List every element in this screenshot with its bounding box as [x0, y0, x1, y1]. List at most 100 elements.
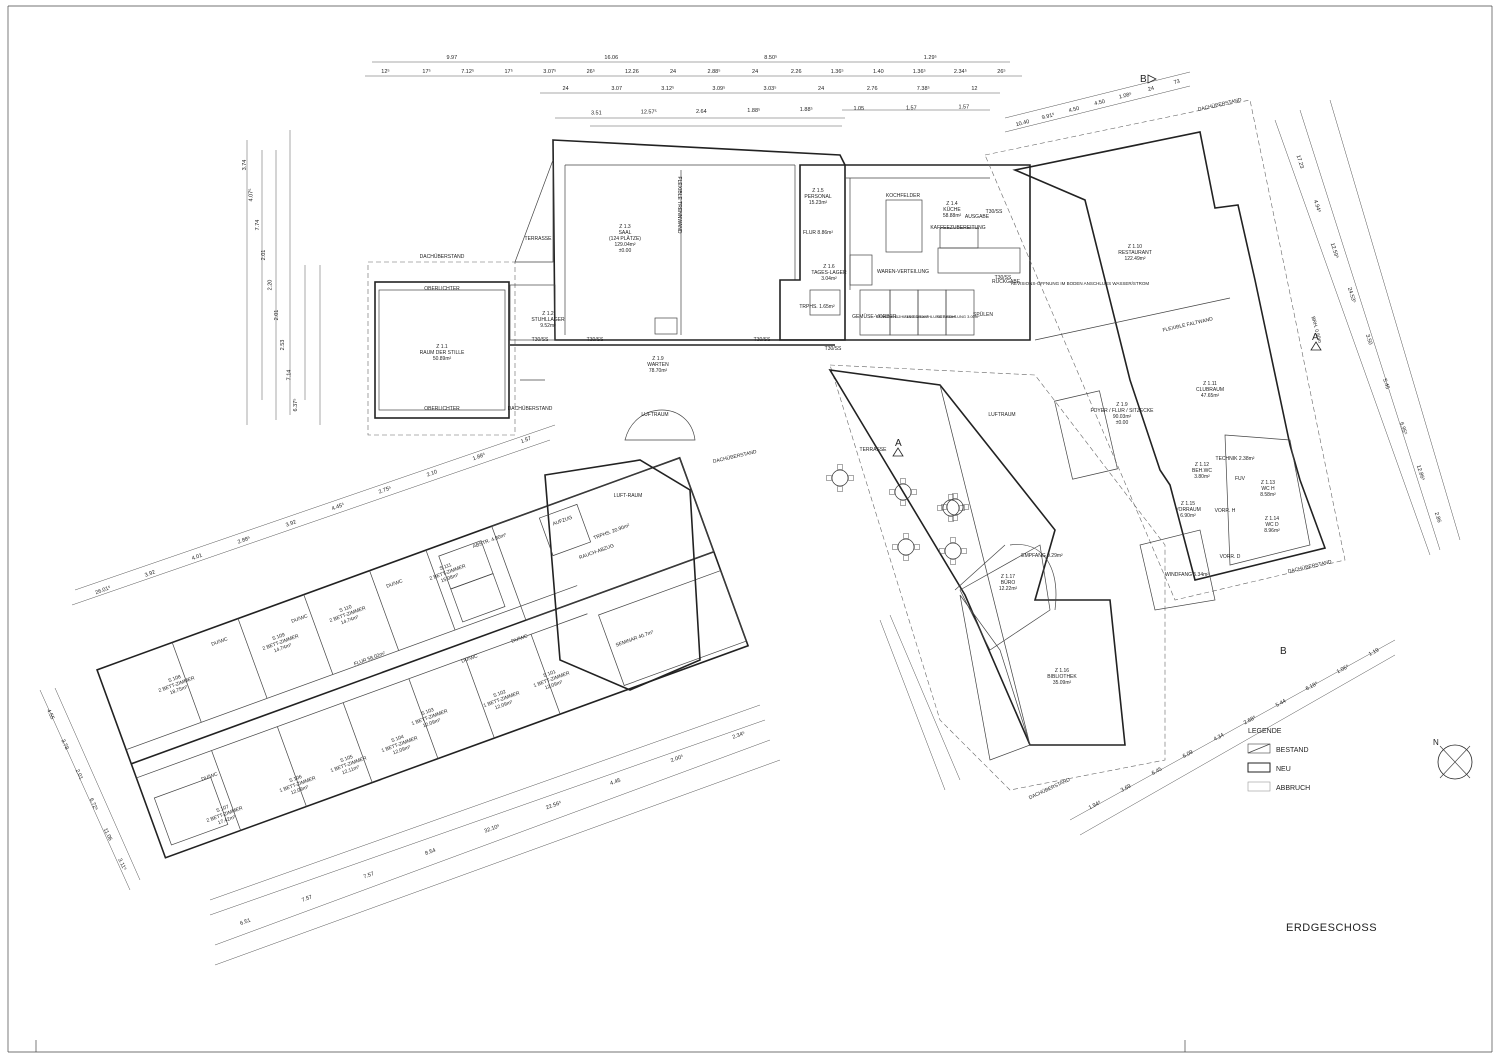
dimension-top_row2-7: 24: [670, 69, 676, 75]
label-gemuese-vorber: GEMÜSE-VORBER.: [852, 313, 898, 320]
dimension-left_vertical-1: 4.07⁵: [248, 189, 255, 202]
label-vorr-h: VORR. H: [1215, 508, 1236, 514]
dimension-wing_left-0: 4.55: [45, 708, 55, 720]
dimension-top_row2-5: 26⁵: [587, 68, 595, 75]
label-oberlichter-2: OBERLICHTER: [424, 406, 460, 412]
label-trphs: TRPHS. 1.65m²: [799, 304, 835, 310]
dimension-top_row3-6: 2.76: [867, 86, 878, 92]
label-empfang: EMPFANG 9.29m²: [1021, 553, 1063, 559]
dimension-wing_bottom-7: 2.00⁵: [670, 753, 685, 764]
label-ausgabe: AUSGABE: [965, 214, 990, 220]
label-dachueberstand-2: DACHÜBERSTAND: [712, 448, 757, 465]
dimension-top_row4-5: 1.05: [853, 106, 864, 112]
dimension-wing_left-3: 6.72⁵: [88, 797, 100, 812]
dimension-top_row2-12: 1.40: [873, 69, 884, 75]
label-kochfelder: KOCHFELDER: [886, 193, 921, 199]
dimension-east_right-0: 17.23: [1295, 154, 1305, 169]
dimension-east_bottom-9: 1.19: [1368, 647, 1380, 657]
section-marks: B A A B: [892, 74, 1322, 657]
label-kaffeezubereitung: KAFFEEZUBEREITUNG: [930, 225, 985, 231]
dimension-wing_bottom-1: 7.57: [301, 894, 313, 903]
east-building: [984, 99, 1346, 611]
dimension-east_bottom-8: 1.06⁵: [1335, 663, 1350, 675]
dimension-top_row2-1: 17⁵: [422, 68, 430, 75]
legend-neu: NEU: [1276, 766, 1291, 773]
room-label-s-102-17: S 1021 BETT-ZIMMER12.09m²: [481, 685, 523, 715]
legend-bestand: BESTAND: [1276, 747, 1309, 754]
legend-abbruch: ABBRUCH: [1276, 785, 1310, 792]
label-flexible-trennwand: FLEXIBLE TRENNWAND: [676, 177, 682, 234]
label-t30-4: T30/SS: [825, 346, 842, 352]
dimension-top_row2-2: 7.12⁵: [461, 68, 474, 75]
dimension-top_row1-3: 1.29⁵: [924, 54, 937, 61]
dimension-east_right-8: 2.86: [1433, 511, 1442, 523]
dimension-top_row4-3: 1.88⁵: [747, 107, 760, 114]
dimension-left_vertical-2: 7.74: [255, 220, 261, 231]
dimension-wing_top-6: 2.75⁵: [378, 484, 393, 495]
dimension-wing_left-5: 3.11⁵: [116, 857, 128, 871]
annotations: TERRASSE DACHÜBERSTAND OBERLICHTER OBERL…: [201, 96, 1333, 801]
dimension-top_row3-3: 3.09⁵: [712, 85, 725, 92]
label-flexible-faltwand: FLEXIBLE FALTWAND: [1162, 316, 1214, 333]
dimension-top_row4-1: 12.57⁵: [641, 109, 657, 116]
room-label-s-109-24: S 1092 BETT-ZIMMER14.74m²: [260, 628, 302, 658]
label-trphs-2: TRPHS. 20.90m²: [593, 523, 631, 542]
dimension-wing_top-8: 1.88⁵: [472, 451, 487, 462]
dimension-left_vertical-7: 7.14: [287, 370, 293, 381]
dimension-top_row3-5: 24: [818, 86, 824, 92]
sheet-frame: [7, 5, 1493, 1053]
dimension-top_row2-4: 3.07⁵: [543, 68, 556, 75]
dimension-top_row2-15: 26⁵: [997, 68, 1005, 75]
section-a-right: A: [1312, 332, 1319, 343]
dimension-wing_bottom-5: 22.56⁵: [545, 799, 562, 811]
label-luftraum: LUFTRAUM: [641, 412, 668, 418]
dimension-left_vertical-4: 2.20: [268, 280, 274, 291]
dimension-top_row2-3: 17⁵: [504, 68, 512, 75]
dimension-east_right-6: 6.95⁵: [1398, 421, 1409, 436]
label-duwc-4: DU/WC: [461, 653, 479, 665]
label-duwc-3: DU/WC: [386, 578, 404, 590]
dimension-wing_top-4: 3.92: [285, 519, 297, 528]
room-label-s-101-16: S 1011 BETT-ZIMMER12.09m²: [531, 665, 573, 695]
dimension-wing_bottom-8: 2.34⁵: [731, 730, 746, 741]
label-t30-6: T30/SS: [995, 275, 1012, 281]
label-tiefkuehlung: TIEF-KÜHLUNG 3.00m²: [936, 314, 980, 319]
label-rauchabzug: RAUCH-ABZUG: [578, 543, 615, 561]
dimension-right_row-4: 1.08⁵: [1118, 91, 1132, 101]
dimension-wing_bottom-6: 4.45: [609, 778, 621, 787]
label-t30-3: T30/SS: [754, 337, 771, 343]
dimension-wing_bottom-2: 7.57: [363, 871, 375, 880]
dimension-east_right-4: 3.50: [1364, 334, 1373, 346]
north-arrow: N: [1433, 738, 1473, 780]
dimension-wing_top-9: 1.57: [520, 436, 532, 445]
room-raum-der-stille: [374, 281, 510, 419]
dimension-east_right-5: 5.45: [1381, 378, 1390, 390]
label-oberlichter: OBERLICHTER: [424, 286, 460, 292]
dimension-top_row2-9: 24: [752, 69, 758, 75]
dimension-east_bottom-4: 4.34: [1213, 732, 1225, 742]
room-label-s-110-25: S 1102 BETT-ZIMMER14.74m²: [327, 600, 369, 630]
label-dachueberstand-6: DACHÜBERSTAND: [508, 405, 553, 412]
main-building: [367, 139, 1031, 436]
dimension-wing_left-4: 11.06: [102, 827, 113, 842]
dimension-wing_left-2: 2.01: [74, 768, 84, 780]
room-label-s-106-21: S 1061 BETT-ZIMMER12.09m²: [277, 770, 319, 800]
label-terrasse-2: TERRASSE: [860, 447, 888, 453]
label-vorr-d: VORR. D: [1220, 554, 1241, 560]
dimension-wing_top-2: 4.01: [191, 553, 203, 562]
dimension-top_row2-11: 1.36⁵: [831, 68, 844, 75]
dimension-east_bottom-5: 2.68⁵: [1242, 714, 1257, 726]
label-flur-2: FLUR 58.02m²: [353, 651, 386, 668]
